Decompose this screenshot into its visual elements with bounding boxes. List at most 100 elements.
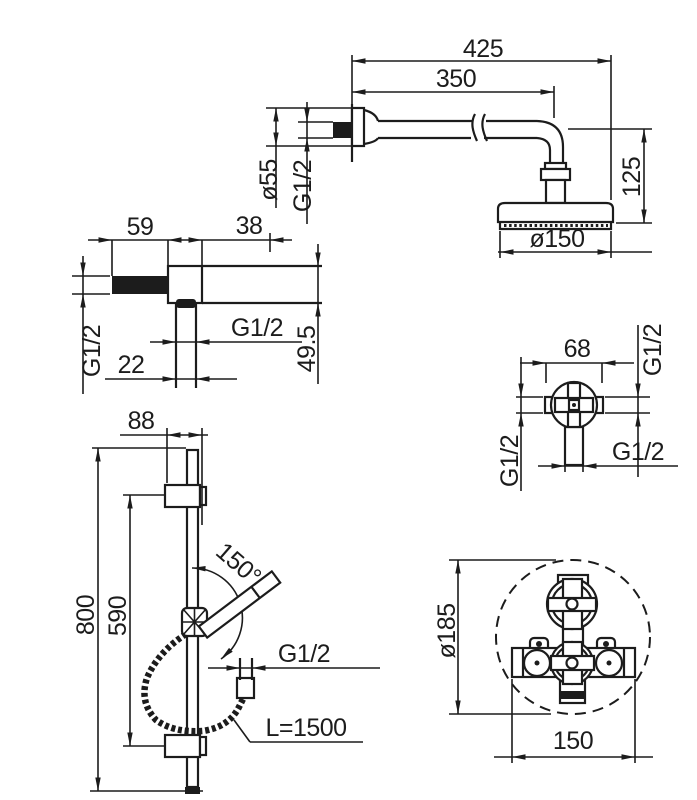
dim-arrow [455,560,461,574]
extension-line [298,121,333,139]
elbow-body [166,264,204,305]
dim-arrow [540,89,554,95]
mixer-stem-band [560,691,585,699]
dim-arrow [352,89,366,95]
wall-elbow: 59 38 G1/2 G1/2 22 49.5 [72,212,322,394]
hand-shower-joint [250,586,261,599]
dim-bar-length: 800 [72,595,100,635]
upper-handle-hub [565,597,579,611]
hose-fitting [235,676,256,700]
dim-arrow [641,209,647,223]
dim-arrow [635,383,641,397]
extension-line [545,363,603,383]
dim-arrow [273,132,279,146]
shower-head-rim [498,222,613,231]
screw-right [603,641,609,647]
dim-arrow [270,237,284,243]
dim-arrow [162,339,176,345]
dim-side-thread-left: G1/2 [496,435,524,487]
dim-bottom-thread: G1/2 [612,438,664,466]
dim-arrow [127,495,133,509]
dim-valve-width: 68 [564,335,591,363]
dim-head-diameter: ø150 [530,225,585,253]
shower-hose [141,631,247,735]
dim-thread-length: 59 [127,213,154,241]
extension-line [516,396,543,414]
extension-line [449,559,556,715]
dim-arrow [167,432,181,438]
arm-flange [350,106,366,148]
dim-arrow [162,376,176,382]
dim-arrow [315,303,321,317]
dim-total-projection: 425 [463,35,503,63]
dim-arrow [196,339,210,345]
dim-arrow [95,777,101,791]
thermostatic-mixer: ø185 150 [433,559,653,763]
dim-arrow [518,383,524,397]
dim-arrow [602,360,616,366]
lower-handle-hub [565,656,579,670]
dim-head-drop: 125 [618,157,646,197]
hand-shower [197,569,282,640]
dim-arrow [621,754,635,760]
dim-arrow [80,262,86,276]
dim-arrow [635,413,641,427]
holder-knurl [182,608,207,636]
left-knob-dot [534,660,540,666]
dim-arrow [188,237,202,243]
dim-arrow [518,413,524,427]
dim-inlet-thread: G1/2 [78,325,106,377]
extension-line [111,233,271,276]
dim-arrow [641,129,647,143]
dim-arrow [98,237,112,243]
dim-wall-thread: G1/2 [289,160,317,212]
dim-arrow [597,249,611,255]
dim-arrow [352,58,366,64]
dim-mixer-width: 150 [553,727,593,755]
dim-body-length: 38 [236,212,263,240]
extension-line [568,128,652,224]
valve-stem [563,425,585,467]
dim-arrow [273,108,279,122]
dim-hose-length: L=1500 [265,714,346,742]
dim-arrow [583,463,597,469]
dim-flange-diameter: ø55 [255,159,283,201]
extension-line [266,107,352,147]
dim-side-thread-right: G1/2 [639,324,667,376]
dim-arrow [597,58,611,64]
extension-line [166,428,203,525]
dim-outlet-thread: G1/2 [231,314,283,342]
dim-arrow [455,700,461,714]
outlet-cap-solid [176,299,196,308]
dim-arrow [95,448,101,462]
dim-bracket-width: 88 [128,407,155,435]
dim-arrow [551,463,565,469]
extension-line [605,396,650,414]
dim-arrow [304,138,310,152]
right-knob-dot [606,660,612,666]
overhead-shower-assembly: 425 350 ø55 G1/2 125 ø150 [255,35,652,258]
stop-valve: 68 G1/2 G1/2 G1/2 [496,324,678,491]
head-connector [544,178,567,205]
dim-outlet-diameter: 22 [118,351,145,379]
dim-escutcheon-diameter: ø185 [433,604,461,659]
dim-arrow [188,432,202,438]
flange-taper [363,108,380,146]
hose-nipple [238,658,254,680]
extension-line [72,275,110,295]
leader-line [233,719,251,743]
dim-arrow [532,360,546,366]
shower-head [496,201,615,224]
pipe-break-symbol [471,113,489,142]
shower-arm-tube [378,119,537,140]
screw-left [536,641,542,647]
slide-bar-assembly: 150° 88 800 590 [72,407,380,794]
dim-arrow [512,754,526,760]
arm-bend [536,119,565,163]
dim-arrow [226,665,240,671]
bottom-bracket-cap [198,735,208,757]
dim-arrow [252,665,266,671]
dim-arrow [196,376,210,382]
